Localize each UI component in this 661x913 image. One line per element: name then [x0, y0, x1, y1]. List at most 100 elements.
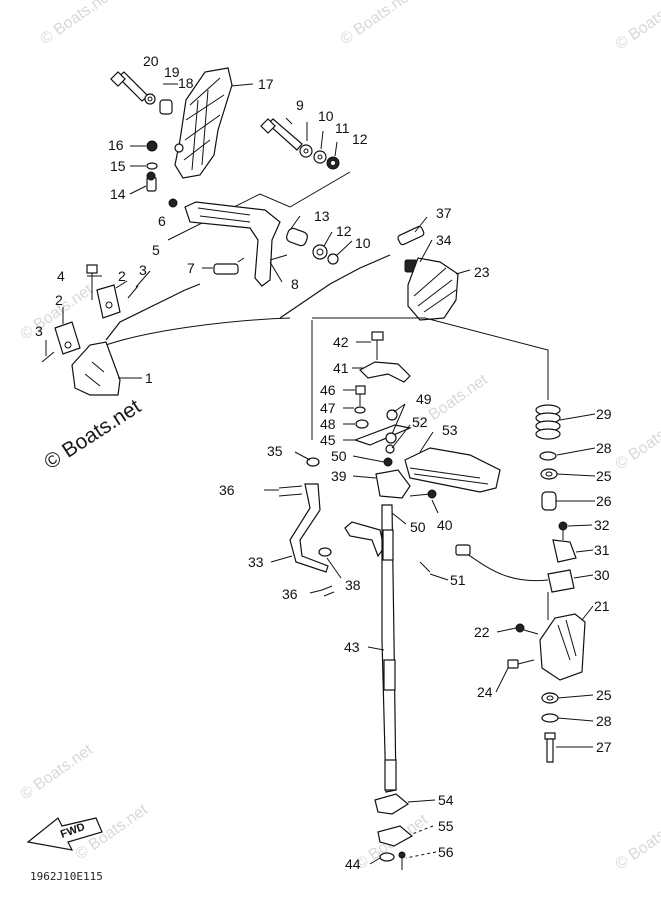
nut-25-low	[541, 692, 559, 704]
part-label-16[interactable]: 16	[108, 137, 124, 153]
part-label-28-low[interactable]: 28	[596, 713, 612, 729]
part-label-13[interactable]: 13	[314, 208, 330, 224]
part-label-36-bottom[interactable]: 36	[282, 586, 298, 602]
part-label-3-lower[interactable]: 3	[35, 323, 43, 339]
cable-end-37	[397, 225, 425, 246]
nut-12-top	[326, 156, 340, 170]
part-label-24[interactable]: 24	[477, 684, 493, 700]
pin-36-bottom	[321, 585, 335, 597]
bolt-4	[86, 264, 98, 300]
part-label-47[interactable]: 47	[320, 400, 336, 416]
washer-28-low	[541, 713, 559, 723]
part-label-22[interactable]: 22	[474, 624, 490, 640]
washer-19	[144, 93, 156, 105]
part-label-41[interactable]: 41	[333, 360, 349, 376]
washer-49	[385, 409, 398, 444]
part-label-35[interactable]: 35	[267, 443, 283, 459]
part-label-52[interactable]: 52	[412, 414, 428, 430]
clamp-2-upper	[96, 284, 121, 319]
part-label-37[interactable]: 37	[436, 205, 452, 221]
part-label-1[interactable]: 1	[145, 370, 153, 386]
washer-47	[354, 406, 366, 414]
part-label-23[interactable]: 23	[474, 264, 490, 280]
screw-56	[398, 851, 406, 870]
part-label-33[interactable]: 33	[248, 554, 264, 570]
part-label-50-top[interactable]: 50	[331, 448, 347, 464]
part-label-20[interactable]: 20	[143, 53, 159, 69]
part-label-15[interactable]: 15	[110, 158, 126, 174]
part-label-38[interactable]: 38	[345, 577, 361, 593]
collar-18	[159, 99, 173, 115]
throttle-lever-21	[539, 613, 586, 681]
leader-lines	[45, 83, 596, 865]
part-label-29[interactable]: 29	[596, 406, 612, 422]
part-label-31[interactable]: 31	[594, 542, 610, 558]
part-label-2-upper[interactable]: 2	[118, 268, 126, 284]
part-label-28-top[interactable]: 28	[596, 440, 612, 456]
part-label-54[interactable]: 54	[438, 792, 454, 808]
part-label-5[interactable]: 5	[152, 242, 160, 258]
part-label-21[interactable]: 21	[594, 598, 610, 614]
part-label-42[interactable]: 42	[333, 334, 349, 350]
part-label-25-top[interactable]: 25	[596, 468, 612, 484]
part-label-39[interactable]: 39	[331, 468, 347, 484]
washer-52	[385, 444, 395, 454]
part-label-55[interactable]: 55	[438, 818, 454, 834]
part-label-7[interactable]: 7	[187, 260, 195, 276]
plate-55	[377, 825, 414, 847]
part-label-53[interactable]: 53	[442, 422, 458, 438]
clip-8	[269, 254, 288, 261]
part-label-18[interactable]: 18	[178, 75, 194, 91]
part-label-44[interactable]: 44	[345, 856, 361, 872]
part-label-45[interactable]: 45	[320, 432, 336, 448]
shaft-43	[381, 504, 397, 793]
washer-10-top	[299, 144, 313, 158]
part-label-11[interactable]: 11	[335, 120, 350, 136]
part-label-12[interactable]: 12	[352, 131, 368, 147]
cable-wire	[105, 317, 291, 346]
part-label-4[interactable]: 4	[57, 268, 65, 284]
washer-50-top	[383, 457, 393, 467]
part-label-43[interactable]: 43	[344, 639, 360, 655]
part-label-27[interactable]: 27	[596, 739, 612, 755]
collar-26	[541, 491, 557, 511]
watermark: © Boats.net	[338, 0, 417, 48]
washer-48	[355, 419, 369, 429]
part-label-49[interactable]: 49	[416, 391, 432, 407]
clip-51	[419, 561, 431, 573]
ref-line-right	[312, 317, 549, 400]
part-label-46[interactable]: 46	[320, 382, 336, 398]
part-label-2-lower[interactable]: 2	[55, 292, 63, 308]
part-label-48[interactable]: 48	[320, 416, 336, 432]
part-label-17[interactable]: 17	[258, 76, 274, 92]
part-label-12-mid[interactable]: 12	[336, 223, 352, 239]
part-label-10[interactable]: 10	[318, 108, 334, 124]
screw-22	[515, 623, 539, 635]
part-label-34[interactable]: 34	[436, 232, 452, 248]
part-label-6[interactable]: 6	[158, 213, 166, 229]
part-label-8[interactable]: 8	[291, 276, 299, 292]
part-label-26[interactable]: 26	[596, 493, 612, 509]
bracket-17	[174, 67, 233, 179]
washer-38	[318, 547, 332, 557]
watermark: © Boats.net	[613, 411, 661, 473]
part-label-9[interactable]: 9	[296, 97, 304, 113]
part-label-10-mid[interactable]: 10	[355, 235, 371, 251]
part-label-36-top[interactable]: 36	[219, 482, 235, 498]
part-label-25-low[interactable]: 25	[596, 687, 612, 703]
part-label-56[interactable]: 56	[438, 844, 454, 860]
fwd-arrow-icon: FWD	[26, 817, 103, 851]
bracket-31	[552, 539, 577, 563]
bracket-23	[407, 257, 459, 321]
part-label-40[interactable]: 40	[437, 517, 453, 533]
part-label-51[interactable]: 51	[450, 572, 466, 588]
part-label-14[interactable]: 14	[110, 186, 126, 202]
plate-54	[374, 793, 410, 815]
part-label-50-low[interactable]: 50	[410, 519, 426, 535]
nut-16	[146, 140, 158, 152]
part-label-3-upper[interactable]: 3	[139, 262, 147, 278]
part-label-30[interactable]: 30	[594, 567, 610, 583]
part-label-19[interactable]: 19	[164, 64, 180, 80]
part-label-32[interactable]: 32	[594, 517, 610, 533]
spring-29	[535, 404, 561, 440]
